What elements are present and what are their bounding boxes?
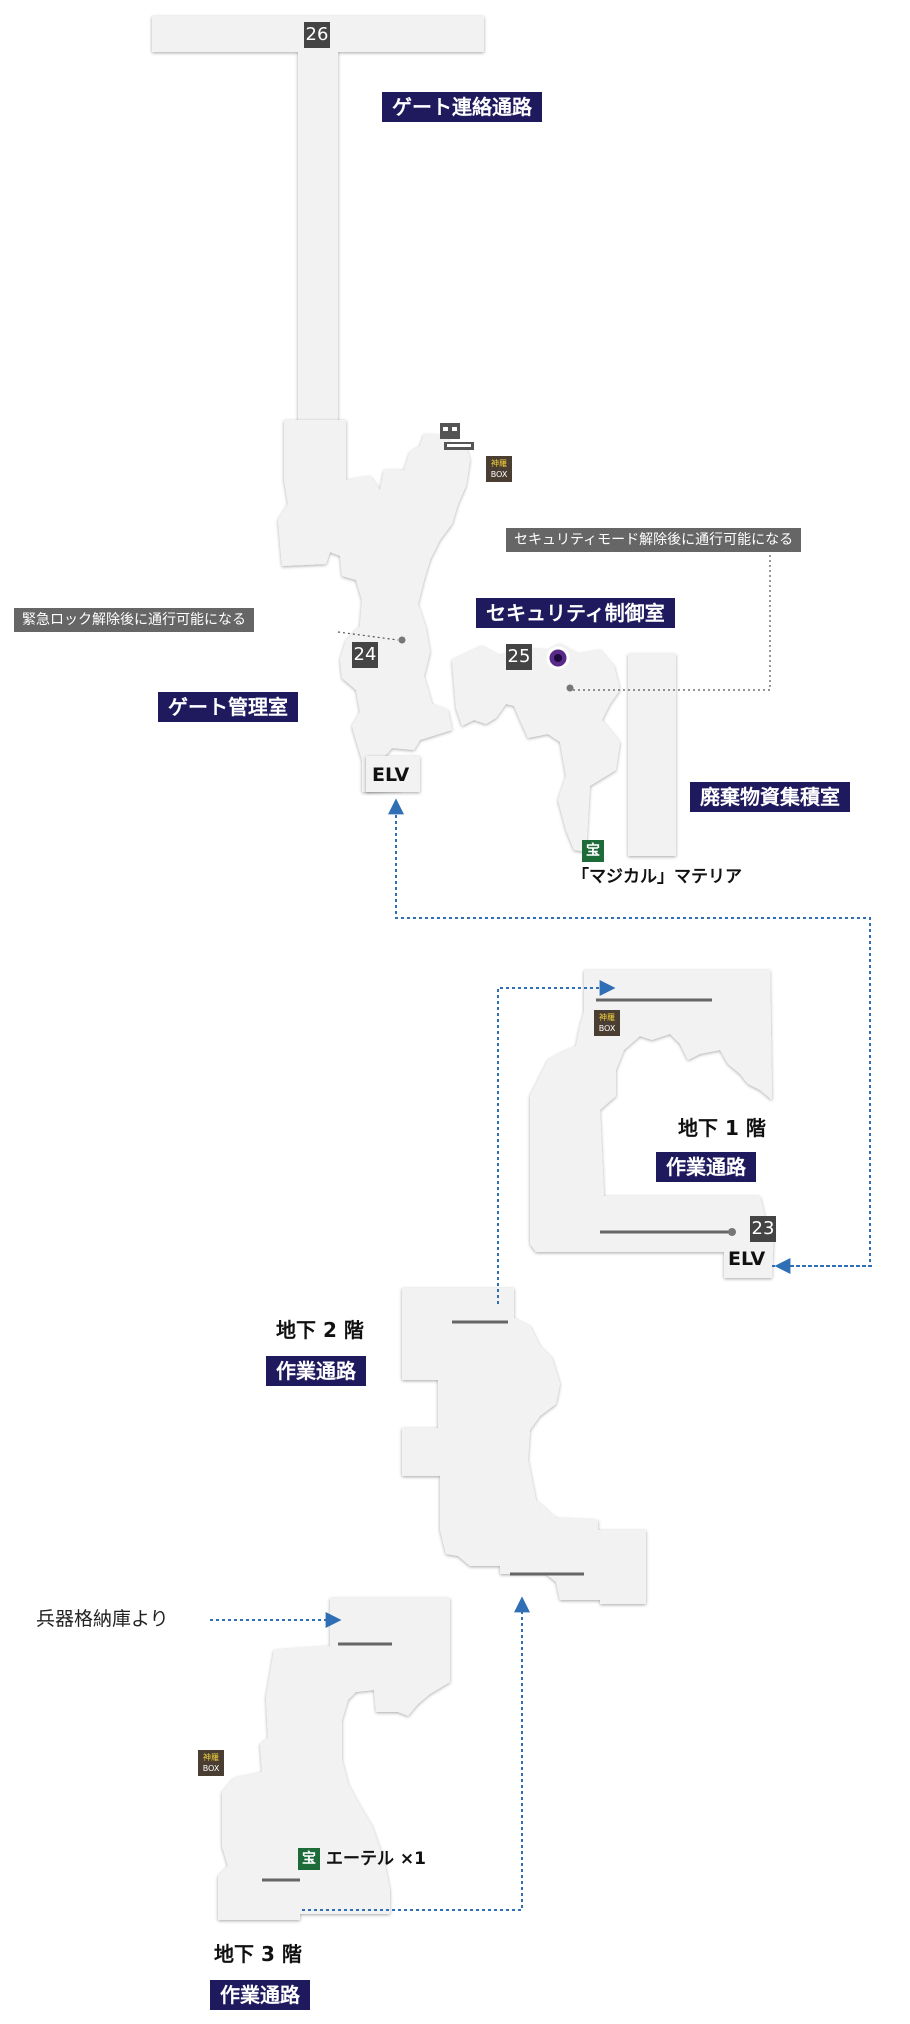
spot-dot-emergency [398, 636, 406, 644]
room-gate-management [278, 420, 470, 792]
shinra-box-line1: 神羅 [599, 1013, 615, 1022]
room-security-control [452, 644, 620, 852]
treasure-magical-materia: 「マジカル」マテリア [572, 867, 742, 887]
treasure-badge-materia[interactable]: 宝 [582, 840, 604, 862]
note-leader-security [568, 552, 771, 691]
shinra-box-line2: BOX [598, 1024, 616, 1033]
point-26-badge[interactable]: 26 [304, 22, 330, 48]
area-label-gate-management: ゲート管理室 [158, 692, 298, 722]
point-24-badge[interactable]: 24 [352, 642, 378, 668]
floor-label-b3: 地下 3 階 [214, 1942, 302, 1966]
elevator-top-label[interactable]: ELV [372, 764, 410, 786]
elevator-top-shaft [366, 756, 420, 792]
shinra-box-line1: 神羅 [491, 459, 507, 468]
area-label-work-passage-b2: 作業通路 [266, 1356, 366, 1386]
floor-label-b2: 地下 2 階 [276, 1318, 364, 1342]
spot-dot-security [566, 684, 574, 692]
security-terminal-marker-core [554, 654, 562, 662]
shinra-box-icon-b1[interactable]: 神羅 BOX [594, 1010, 620, 1036]
area-label-waste-collection: 廃棄物資集積室 [690, 782, 850, 812]
point-23-badge[interactable]: 23 [750, 1216, 776, 1242]
room-work-passage-b3 [218, 1598, 450, 1920]
room-work-passage-b1 [530, 970, 774, 1278]
room-waste-collection [628, 654, 676, 856]
area-label-work-passage-b1: 作業通路 [656, 1152, 756, 1182]
floor-label-b1: 地下 1 階 [678, 1116, 766, 1140]
shinra-box-line2: BOX [490, 470, 508, 479]
room-work-passage-b2 [402, 1288, 646, 1604]
treasure-ether: エーテル ×1 [326, 1849, 426, 1869]
shinra-box-icon-b3[interactable]: 神羅 BOX [198, 1750, 224, 1776]
area-label-gate-corridor: ゲート連絡通路 [382, 92, 542, 122]
route-b1-to-top-elv [388, 798, 871, 1267]
shinra-box-icon-top[interactable]: 神羅 BOX [486, 456, 512, 482]
label-from-weapons-storage: 兵器格納庫より [36, 1608, 169, 1630]
shinra-box-line1: 神羅 [203, 1753, 219, 1762]
note-emergency-lock: 緊急ロック解除後に通行可能になる [14, 608, 254, 632]
note-leader-emergency [337, 631, 399, 641]
shinra-box-line2: BOX [202, 1764, 220, 1773]
b1-spot-dot [728, 1228, 736, 1236]
treasure-badge-ether[interactable]: 宝 [298, 1848, 320, 1870]
note-security-mode: セキュリティモード解除後に通行可能になる [506, 528, 802, 552]
elevator-b1-label[interactable]: ELV [728, 1248, 766, 1270]
route-b3-to-b2 [302, 1596, 530, 1911]
room-gate-corridor [152, 16, 484, 430]
area-label-work-passage-b3: 作業通路 [210, 1980, 310, 2010]
point-25-badge[interactable]: 25 [506, 644, 532, 670]
area-label-security-control: セキュリティ制御室 [476, 598, 675, 628]
terminal-icon [440, 423, 474, 450]
